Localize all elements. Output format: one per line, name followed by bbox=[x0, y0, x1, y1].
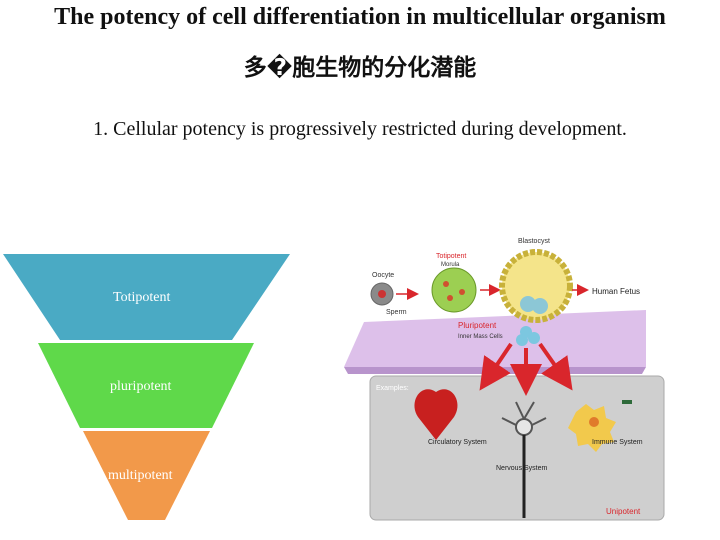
label-sperm: Sperm bbox=[386, 309, 407, 316]
label-totipotent: Totipotent bbox=[436, 253, 466, 260]
slide-title: The potency of cell differentiation in m… bbox=[54, 4, 666, 30]
tier-totipotent-shape bbox=[3, 254, 290, 340]
potency-funnel: Totipotent pluripotent multipotent bbox=[0, 252, 300, 522]
label-nervous: Nervous System bbox=[496, 465, 548, 472]
label-examples: Examples: bbox=[376, 385, 409, 392]
label-pluripotent: Pluripotent bbox=[458, 321, 497, 330]
label-unipotent: Unipotent bbox=[606, 507, 641, 516]
heart-icon bbox=[414, 389, 458, 440]
morula-cell bbox=[431, 267, 477, 313]
tier-pluripotent-label: pluripotent bbox=[110, 379, 172, 394]
examples-panel bbox=[370, 376, 664, 520]
label-human-fetus: Human Fetus bbox=[592, 287, 640, 296]
funnel-graphic bbox=[3, 254, 290, 520]
neuron-icon bbox=[501, 401, 547, 518]
label-immune: Immune System bbox=[592, 439, 643, 446]
development-illustration: Oocyte Sperm Totipotent Morula Blastocys… bbox=[336, 232, 720, 532]
blastocyst-cell bbox=[499, 249, 573, 323]
label-blastocyst: Blastocyst bbox=[518, 238, 550, 245]
bullet-point: 1. Cellular potency is progressively res… bbox=[93, 118, 627, 140]
pluripotent-platform bbox=[344, 310, 646, 367]
tier-totipotent-label: Totipotent bbox=[113, 290, 171, 305]
label-inner-mass: Inner Mass Cells bbox=[458, 334, 503, 340]
label-morula: Morula bbox=[441, 262, 460, 268]
tier-multipotent-shape bbox=[83, 431, 210, 520]
immune-cell-icon bbox=[568, 400, 632, 452]
tier-pluripotent-shape bbox=[38, 343, 254, 428]
slide-subtitle: 多�胞生物的分化潜能 bbox=[243, 55, 477, 81]
tier-multipotent-label: multipotent bbox=[108, 468, 173, 483]
label-oocyte: Oocyte bbox=[372, 272, 394, 279]
label-circulatory: Circulatory System bbox=[428, 439, 487, 446]
